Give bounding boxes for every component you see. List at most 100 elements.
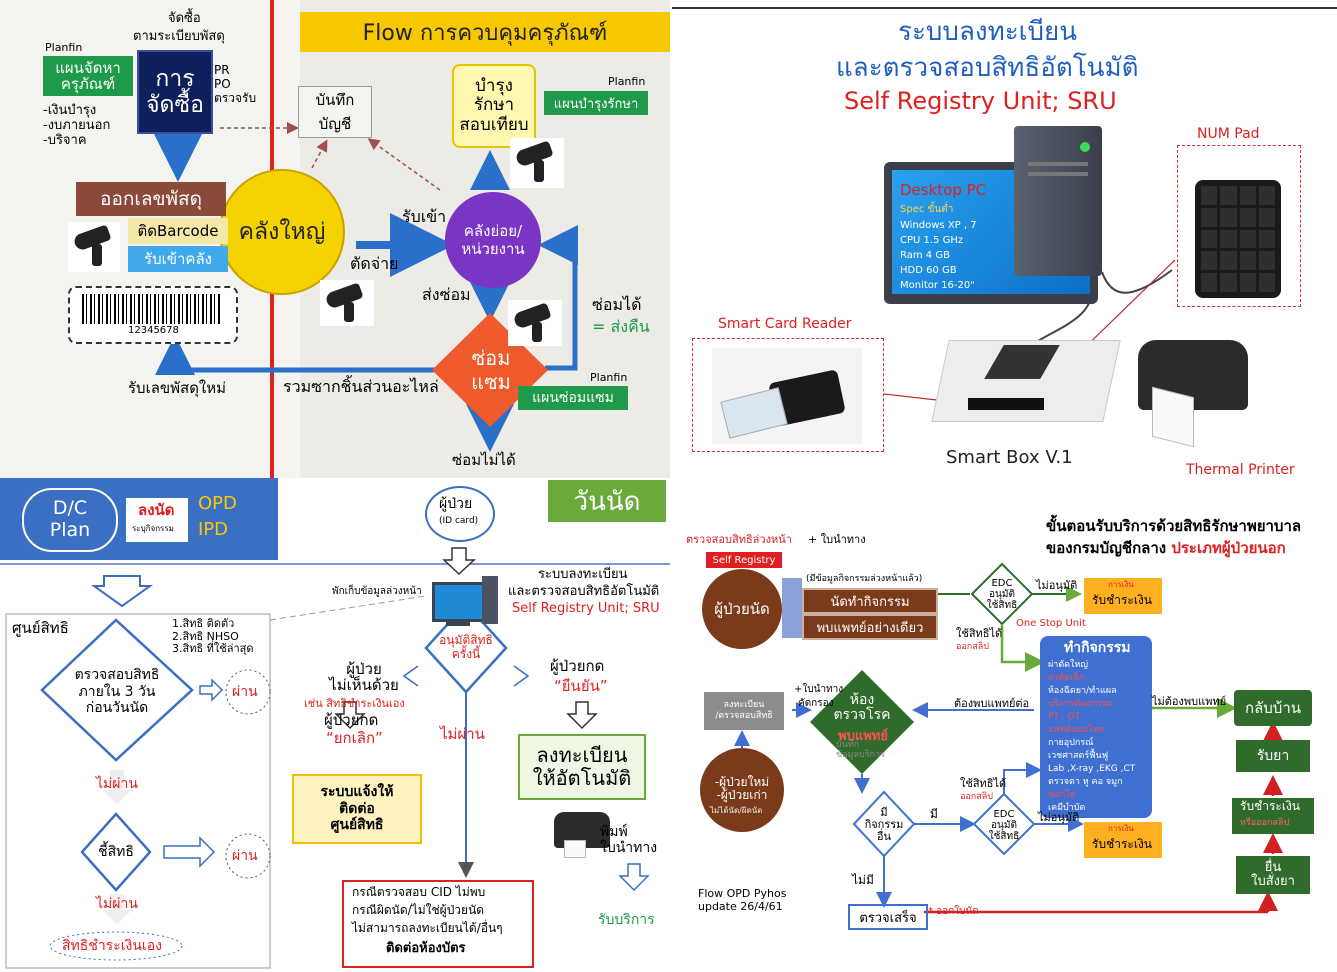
planfin-label: Planfin <box>608 75 646 88</box>
screen-label: คัดกรอง <box>798 698 834 709</box>
flow-version-label: Flow OPD Pyhos update 26/4/61 <box>698 887 787 913</box>
purchase-rule-label: ตามระเบียบพัสดุ <box>133 29 225 44</box>
service-label: รับบริการ <box>598 912 655 928</box>
register-box: ลงทะเบียน /ตรวจสอบสิทธิ <box>704 692 784 730</box>
flow-title: Flow การควบคุมครุภัณฑ์ <box>300 12 670 52</box>
activity-item: ผ่าตัดเล็ก <box>1048 673 1085 683</box>
no-appt-label: ไม่ได้นัด/ผิดนัด <box>710 806 763 815</box>
appoint-box: ลงนัด ระบุกิจกรรม <box>126 498 188 542</box>
spec-title: Spec ขั้นต่ำ <box>900 204 954 215</box>
pr-po-label: PR PO ตรวจรับ <box>214 63 257 105</box>
printer-label: Thermal Printer <box>1186 462 1295 478</box>
plus-guide-label: + ใบนำทาง <box>808 533 866 546</box>
spec-line: Monitor 16-20" <box>900 280 975 291</box>
plan-box: แผนจัดหา ครุภัณฑ์ <box>43 56 133 96</box>
barcode-number: 12345678 <box>128 325 179 336</box>
pass-label: ผ่าน <box>232 684 258 700</box>
activity-item: ฟอกไต <box>1048 790 1076 800</box>
one-stop-label: One Stop Unit <box>1016 618 1086 629</box>
activity-item: ห้องฉีดยา/ทำแผล <box>1048 686 1117 696</box>
print-label: พิมพ์ ใบนำทาง <box>600 824 658 857</box>
not-approved-label: ไม่อนุมัติ <box>1036 579 1078 592</box>
planfin-label: Planfin <box>45 41 83 54</box>
need-doctor-label: ต้องพบแพทย์ต่อ <box>954 697 1030 710</box>
thermal-printer-icon <box>1132 326 1252 448</box>
sru-line1: ระบบลงทะเบียน <box>538 567 628 582</box>
payment-label: รับชำระเงิน <box>1092 837 1152 851</box>
numpad-icon <box>1195 180 1281 298</box>
cid-note-line: กรณีผิดนัด/ไม่ใช่ผู้ป่วยนัด <box>352 903 485 917</box>
reject-example-label: เช่น สิทธิชำระเงินเอง <box>304 697 405 710</box>
not-repairable-label: ซ่อมไม่ได้ <box>452 451 516 469</box>
no-doctor-label: ไม่ต้องพบแพทย์ <box>1152 695 1227 708</box>
panel-title-line1: ขั้นตอนรับบริการด้วยสิทธิรักษาพยาบาล <box>1046 517 1302 535</box>
edc-decision: EDC อนุมัติ ใช้สิทธิ <box>986 577 1018 611</box>
rights-list: 1.สิทธิ ติดตัว 2.สิทธิ NHSO 3.สิทธิ ที่ใ… <box>172 617 254 656</box>
card-reader-frame <box>692 338 884 452</box>
rights-ok-label: ใช้สิทธิได้ <box>956 627 1003 640</box>
identify-rights-decision: ชี้สิทธิ <box>98 844 134 860</box>
spec-line: CPU 1.5 GHz <box>900 235 964 246</box>
sru-hardware-panel: ระบบลงทะเบียน และตรวจสอบสิทธิอัตโนมัติ S… <box>672 0 1337 478</box>
appoint-sublabel: ระบุกิจกรรม <box>132 524 174 533</box>
see-doctor-only-box: พบแพทย์อย่างเดียว <box>802 614 938 640</box>
payment-label: รับชำระเงิน <box>1092 593 1152 607</box>
maintain-box: บำรุง รักษา สอบเทียบ <box>452 64 536 148</box>
purchase-label: จัดซื้อ <box>168 11 201 26</box>
cid-note-line: กรณีตรวจสอบ CID ไม่พบ <box>352 885 486 899</box>
activity-item: เวชศาสตร์ฟื้นฟู <box>1048 751 1109 761</box>
sru-title-line3: Self Registry Unit; SRU <box>844 87 1117 115</box>
payment-box: การเงิน รับชำระเงิน <box>1084 822 1162 858</box>
activity-item: เคมีบำบัด <box>1048 803 1086 813</box>
sub-store-node: คลังย่อย/ หน่วยงาน <box>461 222 525 258</box>
pay-node: รับชำระเงิน หรือออกสลิป <box>1232 798 1314 834</box>
salvage-label: รวมซากชิ้นส่วนอะไหล่ <box>283 377 439 396</box>
finance-tag: การเงิน <box>1108 580 1134 589</box>
self-registry-tag: Self Registry <box>706 552 782 568</box>
opd-flow-panel: ขั้นตอนรับบริการด้วยสิทธิรักษาพยาบาล ของ… <box>672 478 1337 972</box>
not-pass-label: ไม่ผ่าน <box>440 725 485 743</box>
issue-appt-label: * ออกใบนัด <box>928 906 979 917</box>
barcode-scanner-icon <box>68 222 120 272</box>
no-label: ไม่มี <box>852 873 874 887</box>
sru-line2: และตรวจสอบสิทธิอัตโนมัติ <box>508 584 660 599</box>
new-old-patient-node: -ผู้ป่วยใหม่ -ผู้ป่วยเก่า <box>714 774 770 802</box>
activity-item: ผ่าตัดใหญ่ <box>1048 660 1089 670</box>
patient-press-label: ผู้ป่วยกด <box>324 711 379 729</box>
appointment-day-header: วันนัด <box>548 480 666 522</box>
activity-item: กายอุปกรณ์ <box>1048 738 1094 748</box>
spec-line: HDD 60 GB <box>900 265 957 276</box>
repairable-label: ซ่อมได้ <box>592 295 642 314</box>
appointment-activity-box: นัดทำกิจกรรม <box>802 588 938 614</box>
patient-node: ผู้ป่วย (ID card) <box>425 486 495 542</box>
smart-card-reader-icon <box>712 348 862 444</box>
numpad-label: NUM Pad <box>1197 126 1260 142</box>
spec-line: Windows XP , 7 <box>900 220 977 231</box>
activity-item: Lab ,X-ray ,EKG ,CT <box>1048 764 1136 774</box>
funds-label: -เงินบำรุง -งบภายนอก -บริจาค <box>43 103 111 148</box>
return-label: = ส่งคืน <box>592 317 650 336</box>
asset-number-box: ออกเลขพัสดุ <box>76 182 226 216</box>
numpad-frame <box>1177 145 1301 307</box>
panel-title-dept: ของกรมบัญชีกลาง <box>1046 539 1167 557</box>
dc-plan-node: D/C Plan <box>22 488 118 552</box>
card-reader-label: Smart Card Reader <box>718 316 852 332</box>
payment-box: การเงิน รับชำระเงิน <box>1084 578 1162 614</box>
receive-drug-node: รับยา <box>1236 740 1310 772</box>
patient-reject-label: ผู้ป่วย ไม่เห็นด้วย <box>329 659 399 694</box>
repair-node: ซ่อม แซม <box>471 346 511 394</box>
activity-item: บริการทันตกรรม <box>1048 699 1113 709</box>
barcode-icon: 12345678 <box>68 286 238 344</box>
submit-rx-node: ยื่น ใบสั่งยา <box>1236 856 1310 894</box>
opd-flow-arrows <box>700 562 1283 914</box>
cid-note-box: กรณีตรวจสอบ CID ไม่พบ กรณีผิดนัด/ไม่ใช่ผ… <box>342 880 534 968</box>
edc-decision: EDC อนุมัติ ใช้สิทธิ <box>988 808 1020 842</box>
exam-room-node: ห้อง ตรวจโรค <box>833 691 891 723</box>
activity-item: แพทย์แผนไทย <box>1048 725 1104 735</box>
check-rights-decision: ตรวจสอบสิทธิ ภายใน 3 วัน ก่อนวันนัด <box>74 666 160 717</box>
send-repair-label: ส่งซ่อม <box>422 285 471 304</box>
dispense-label: ตัดจ่าย <box>350 254 399 273</box>
activity-item: PT , OT <box>1048 712 1081 722</box>
receive-step: รับเข้าคลัง <box>128 246 228 272</box>
desktop-pc-title: Desktop PC <box>900 181 987 199</box>
